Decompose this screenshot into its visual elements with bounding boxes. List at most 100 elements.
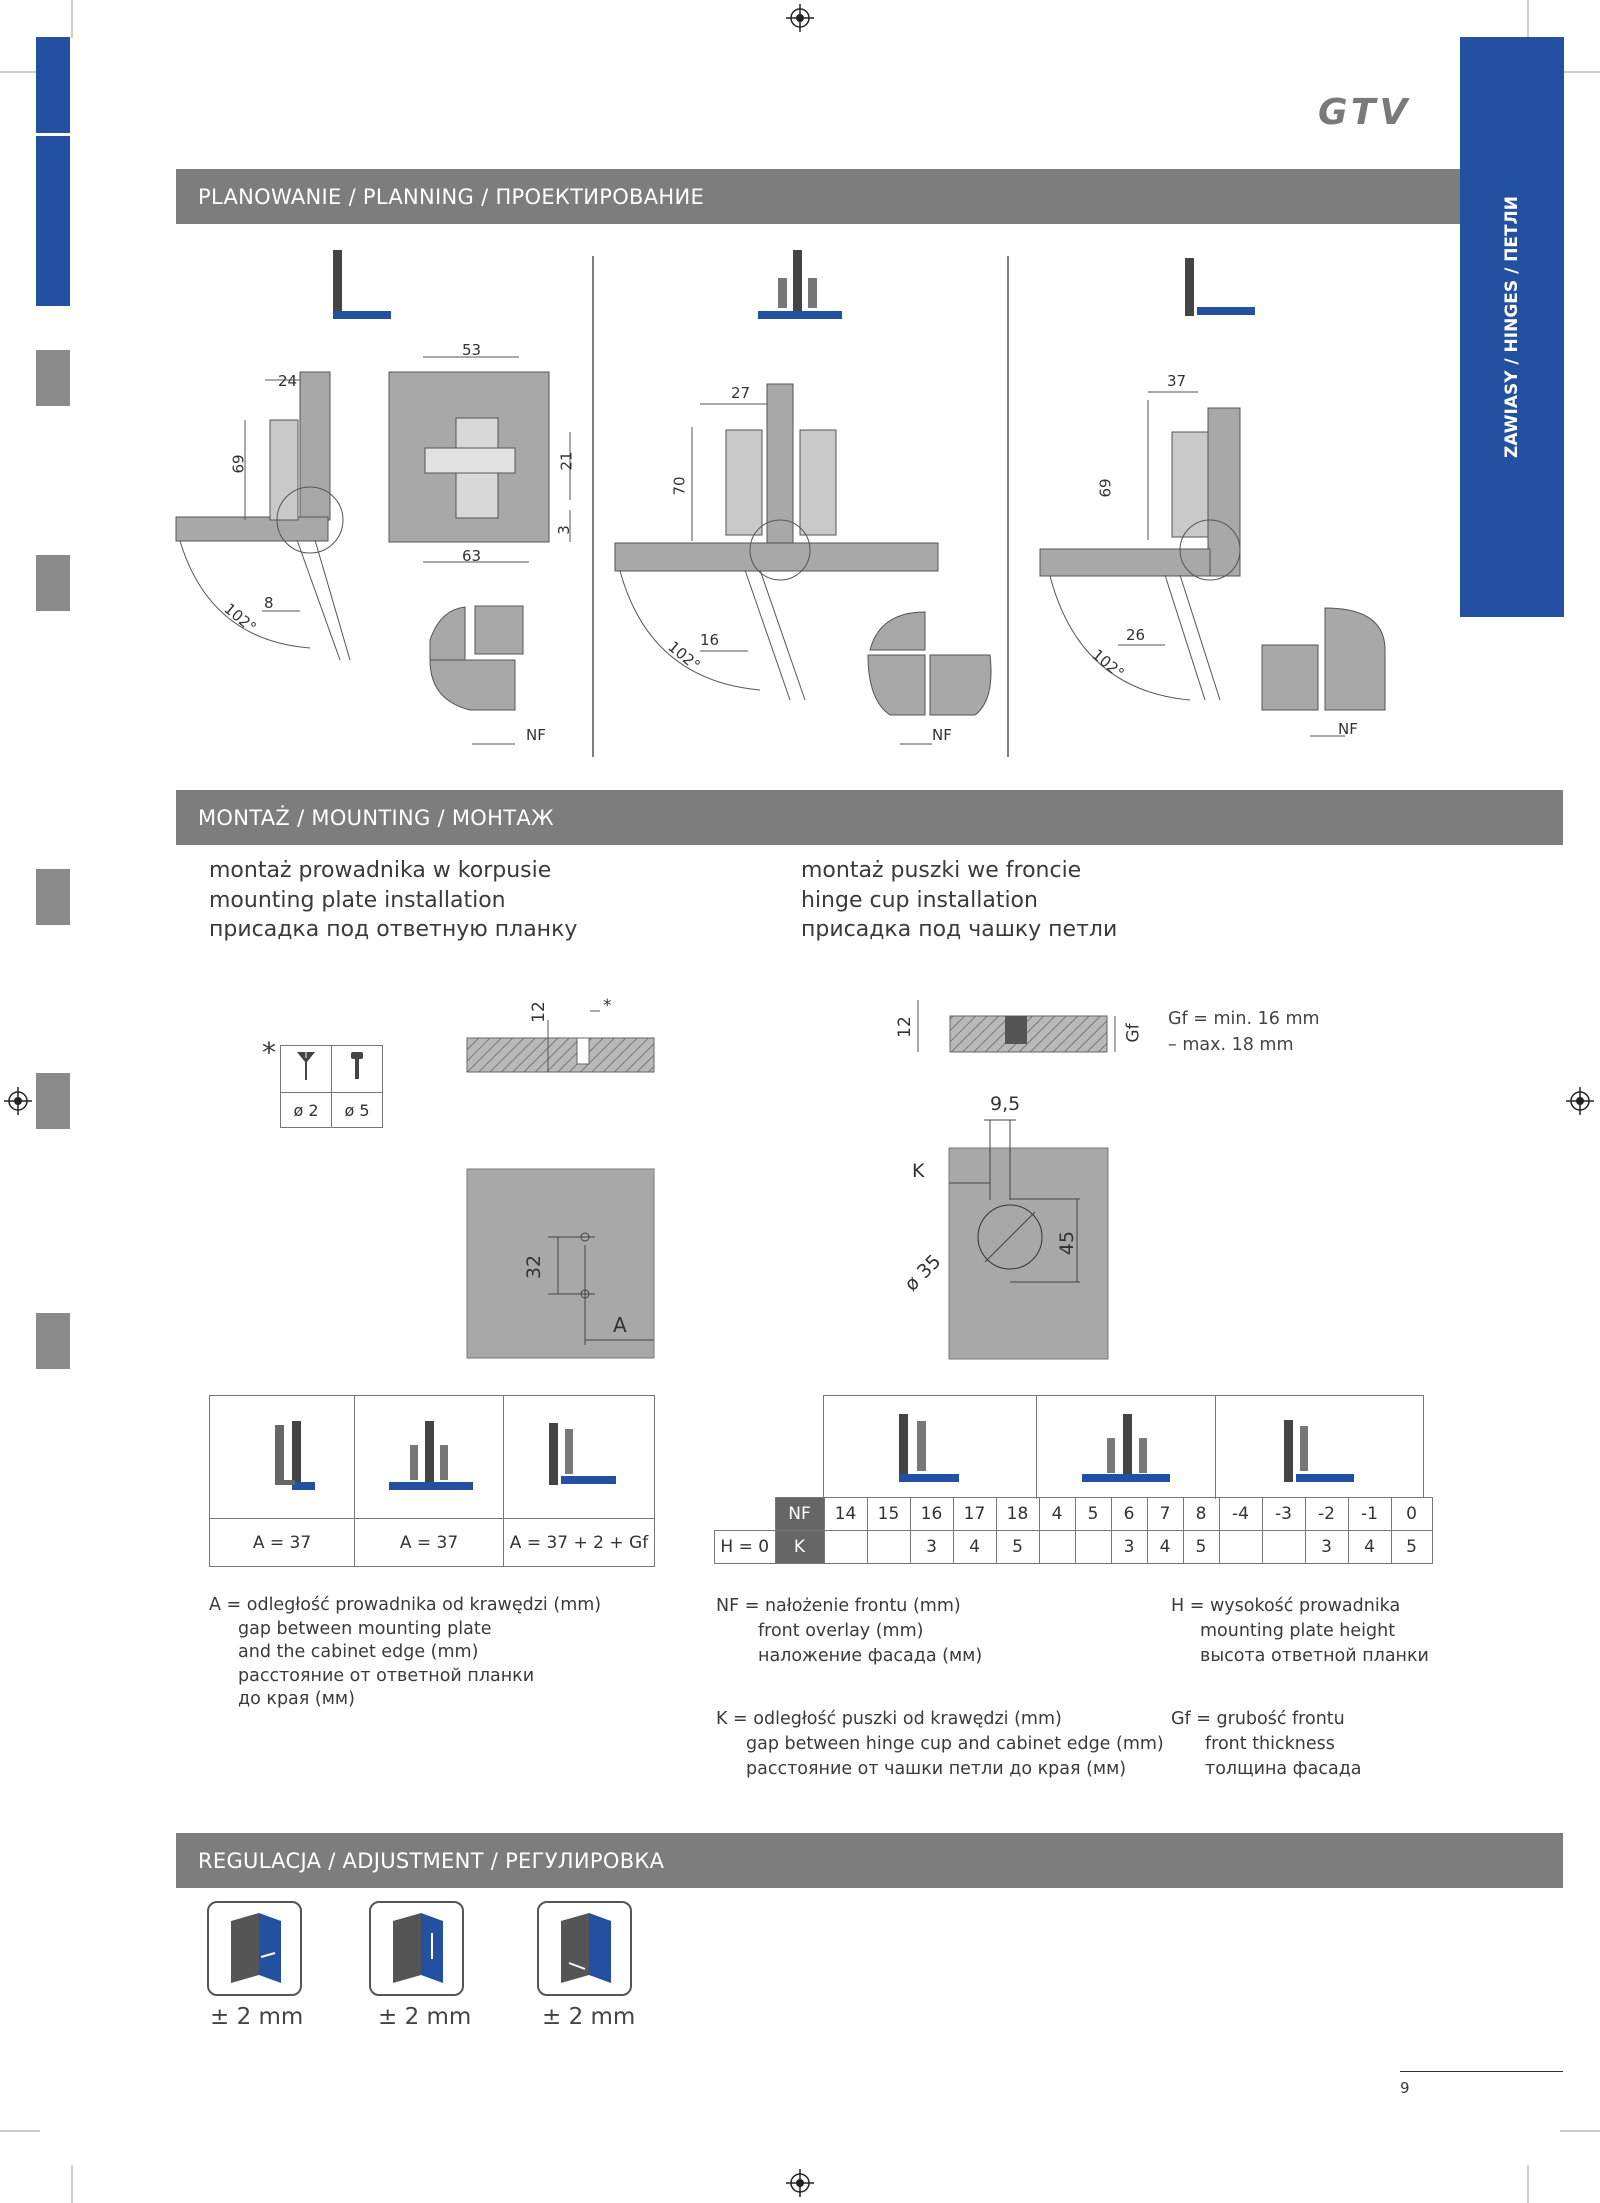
screw-icon-pan bbox=[331, 1045, 383, 1093]
a-value-3: A = 37 + 2 + Gf bbox=[503, 1518, 655, 1567]
k-cell bbox=[1261, 1530, 1306, 1564]
legend-gf: Gf = grubość frontu front thickness толщ… bbox=[1171, 1707, 1362, 1782]
section-adjustment: REGULACJA / ADJUSTMENT / РЕГУЛИРОВКА bbox=[176, 1833, 1563, 1888]
nf-label-2: NF bbox=[932, 726, 952, 744]
legend-h: H = wysokość prowadnika mounting plate h… bbox=[1171, 1594, 1429, 1669]
nf-cell: 18 bbox=[995, 1497, 1040, 1531]
hinge-cup-title-en: hinge cup installation bbox=[801, 887, 1038, 913]
legend-nf-line: front overlay (mm) bbox=[758, 1621, 924, 1641]
nf-cell: 7 bbox=[1146, 1497, 1184, 1531]
k-cell bbox=[1074, 1530, 1112, 1564]
legend-nf-line: NF = nałożenie frontu (mm) bbox=[716, 1596, 961, 1616]
nf-cell: 0 bbox=[1390, 1497, 1433, 1531]
hinge-icon-full-overlay bbox=[333, 250, 391, 319]
diagram-1 bbox=[175, 371, 351, 661]
k-header: K bbox=[774, 1530, 825, 1564]
nf-label-3: NF bbox=[1338, 720, 1358, 738]
drill-depth: 12 bbox=[528, 1001, 549, 1023]
k-cell: 4 bbox=[952, 1530, 997, 1564]
legend-k-line: K = odległość puszki od krawędzi (mm) bbox=[716, 1709, 1062, 1729]
dim-27: 27 bbox=[731, 384, 751, 402]
dim-53: 53 bbox=[462, 341, 482, 359]
gf-range-max: – max. 18 mm bbox=[1168, 1035, 1294, 1055]
nf-icon-inset bbox=[1216, 1396, 1425, 1499]
nf-cell: 4 bbox=[1038, 1497, 1076, 1531]
section-mounting-title: MONTAŻ / MOUNTING / МОНТАЖ bbox=[198, 805, 554, 830]
k-cell: 3 bbox=[1110, 1530, 1148, 1564]
legend-h-line: mounting plate height bbox=[1200, 1621, 1396, 1641]
left-tab-blue-1 bbox=[36, 37, 70, 133]
section-mounting: MONTAŻ / MOUNTING / МОНТАЖ bbox=[176, 790, 1563, 845]
legend-k: K = odległość puszki od krawędzi (mm) ga… bbox=[716, 1707, 1164, 1782]
nf-cell: -4 bbox=[1218, 1497, 1263, 1531]
k-row: H = 0 K 3 4 5 3 4 5 3 4 5 bbox=[714, 1530, 1433, 1564]
legend-a-line: gap between mounting plate bbox=[238, 1618, 492, 1639]
cup-gf: Gf bbox=[1123, 1023, 1144, 1043]
mounting-plate-title-ru: присадка под ответную планку bbox=[209, 917, 578, 942]
adjust-height-icon bbox=[369, 1901, 464, 1996]
dim-63: 63 bbox=[462, 547, 482, 565]
left-tab-5 bbox=[36, 1313, 70, 1369]
left-tab-4 bbox=[36, 1073, 70, 1129]
k-cell bbox=[1038, 1530, 1076, 1564]
legend-h-line: высота ответной планки bbox=[1200, 1646, 1429, 1666]
mounting-plate-title-en: mounting plate installation bbox=[209, 887, 506, 913]
legend-nf: NF = nałożenie frontu (mm) front overlay… bbox=[716, 1594, 982, 1669]
left-tab-2 bbox=[36, 555, 70, 611]
legend-nf-line: наложение фасада (мм) bbox=[758, 1646, 983, 1666]
diagram-4 bbox=[1039, 391, 1386, 737]
left-tab-3 bbox=[36, 869, 70, 925]
k-cell bbox=[823, 1530, 868, 1564]
left-tab-1 bbox=[36, 350, 70, 406]
k-cell: 5 bbox=[995, 1530, 1040, 1564]
section-planning-title: PLANOWANIE / PLANNING / ПРОЕКТИРОВАНИЕ bbox=[198, 184, 705, 209]
a-hinge-icon-inset bbox=[503, 1395, 655, 1519]
screw-table: ø 2 ø 5 bbox=[280, 1045, 383, 1128]
hinge-icon-half-overlay bbox=[758, 250, 842, 319]
legend-a-line: до края (мм) bbox=[238, 1689, 355, 1709]
adjust-value-1: ± 2 mm bbox=[210, 2004, 304, 2030]
side-tab: ZAWIASY / HINGES / ПЕТЛИ bbox=[1460, 37, 1564, 617]
diagram-2 bbox=[388, 356, 571, 745]
nf-cell: 16 bbox=[909, 1497, 954, 1531]
nf-label-1: NF bbox=[526, 726, 546, 744]
a-values-table: A = 37 A = 37 A = 37 + 2 + Gf bbox=[209, 1395, 655, 1567]
legend-k-line: расстояние от чашки петли до края (мм) bbox=[746, 1759, 1127, 1779]
nf-row: NF 14 15 16 17 18 4 5 6 7 8 -4 -3 -2 -1 … bbox=[715, 1497, 1433, 1531]
brand-logo: GTV bbox=[1318, 92, 1412, 133]
left-tab-blue-2 bbox=[36, 136, 70, 306]
legend-a-line: A = odległość prowadnika od krawędzi (mm… bbox=[209, 1595, 602, 1615]
drill-a: A bbox=[613, 1313, 627, 1337]
adjust-side-icon bbox=[537, 1901, 632, 1996]
adjust-value-3: ± 2 mm bbox=[542, 2004, 636, 2030]
nf-cell: 5 bbox=[1074, 1497, 1112, 1531]
screw-star: * bbox=[262, 1036, 276, 1069]
nf-cell: 8 bbox=[1182, 1497, 1220, 1531]
nf-k-table: NF 14 15 16 17 18 4 5 6 7 8 -4 -3 -2 -1 … bbox=[714, 1497, 1433, 1564]
k-cell: 3 bbox=[909, 1530, 954, 1564]
cup-depth: 12 bbox=[894, 1016, 915, 1038]
a-value-1: A = 37 bbox=[209, 1518, 355, 1567]
mounting-plate-title: montaż prowadnika w korpusie mounting pl… bbox=[209, 856, 577, 945]
hinge-cup-title: montaż puszki we froncie hinge cup insta… bbox=[801, 856, 1117, 945]
drill-star: * bbox=[603, 996, 612, 1016]
a-value-2: A = 37 bbox=[354, 1518, 504, 1567]
legend-gf-line: толщина фасада bbox=[1205, 1759, 1362, 1779]
dim-37: 37 bbox=[1167, 372, 1187, 390]
planning-diagrams bbox=[175, 250, 1386, 757]
dim-24: 24 bbox=[278, 372, 298, 390]
drill-spacing: 32 bbox=[523, 1254, 546, 1280]
hinge-cup-title-ru: присадка под чашку петли bbox=[801, 917, 1118, 942]
nf-cell: -3 bbox=[1261, 1497, 1306, 1531]
a-hinge-icon-full bbox=[209, 1395, 355, 1519]
legend-gf-line: front thickness bbox=[1205, 1734, 1335, 1754]
section-planning: PLANOWANIE / PLANNING / ПРОЕКТИРОВАНИЕ bbox=[176, 169, 1460, 224]
h-label: H = 0 bbox=[714, 1530, 776, 1564]
legend-a-line: and the cabinet edge (mm) bbox=[238, 1642, 479, 1662]
mounting-diagrams bbox=[466, 1000, 1116, 1360]
gf-range-min: Gf = min. 16 mm bbox=[1168, 1009, 1320, 1029]
dim-8: 8 bbox=[264, 594, 274, 612]
page-rule bbox=[1400, 2071, 1563, 2072]
cup-45: 45 bbox=[1056, 1230, 1079, 1256]
